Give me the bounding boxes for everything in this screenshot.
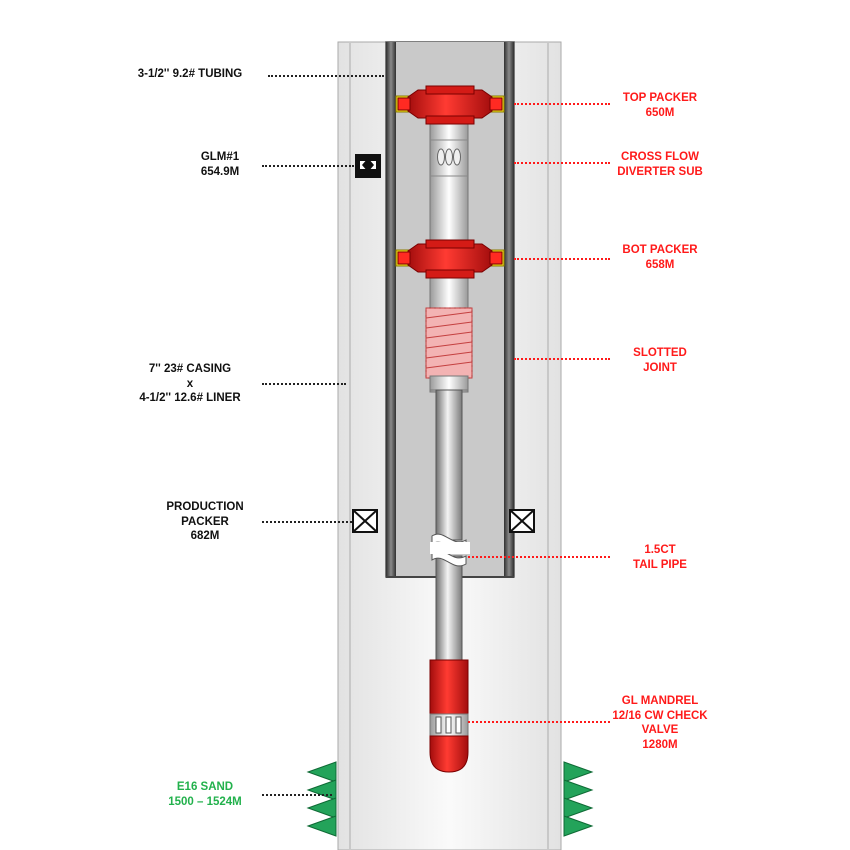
- label-slotted-joint: SLOTTED JOINT: [633, 347, 687, 374]
- top-packer: [395, 85, 505, 125]
- slotted-joint: [425, 307, 473, 391]
- leader-top-packer: [514, 103, 610, 105]
- perforations-right: [563, 761, 594, 837]
- label-cross-flow: CROSS FLOW DIVERTER SUB: [617, 151, 703, 178]
- production-packer-left: [352, 509, 378, 533]
- leader-casing: [262, 383, 346, 385]
- leader-tubing: [268, 75, 384, 77]
- leader-slotted-joint: [514, 358, 610, 360]
- label-glm1: GLM#1 654.9M: [200, 151, 240, 178]
- leader-cross-flow: [514, 162, 610, 164]
- label-bot-packer: BOT PACKER 658M: [622, 244, 698, 271]
- label-production-packer: PRODUCTION PACKER 682M: [166, 501, 244, 542]
- cross-flow-diverter-sub: [430, 139, 468, 177]
- casing-right-wall: [504, 42, 514, 577]
- leader-sand: [262, 794, 332, 796]
- label-casing: 7'' 23# CASING x 4-1/2'' 12.6# LINER: [139, 363, 241, 404]
- perforations-left: [306, 761, 337, 837]
- label-top-packer: TOP PACKER 650M: [622, 92, 698, 119]
- leader-glm1: [262, 165, 354, 167]
- tubing-upper: [429, 111, 469, 259]
- label-gl-mandrel: GL MANDREL 12/16 CW CHECK VALVE 1280M: [612, 695, 708, 751]
- bot-packer: [395, 239, 505, 279]
- label-tail-pipe: 1.5CT TAIL PIPE: [633, 544, 687, 571]
- casing-left-wall: [386, 42, 396, 577]
- label-tubing: 3-1/2'' 9.2# TUBING: [137, 68, 243, 80]
- label-sand: E16 SAND 1500 – 1524M: [168, 781, 242, 808]
- gl-mandrel: [429, 659, 469, 773]
- leader-production-packer: [262, 521, 352, 523]
- glm1-mandrel: [355, 154, 381, 178]
- leader-tail-pipe: [468, 556, 610, 558]
- leader-bot-packer: [514, 258, 610, 260]
- production-packer-right: [509, 509, 535, 533]
- leader-gl-mandrel: [468, 721, 610, 723]
- tail-pipe: [430, 389, 470, 665]
